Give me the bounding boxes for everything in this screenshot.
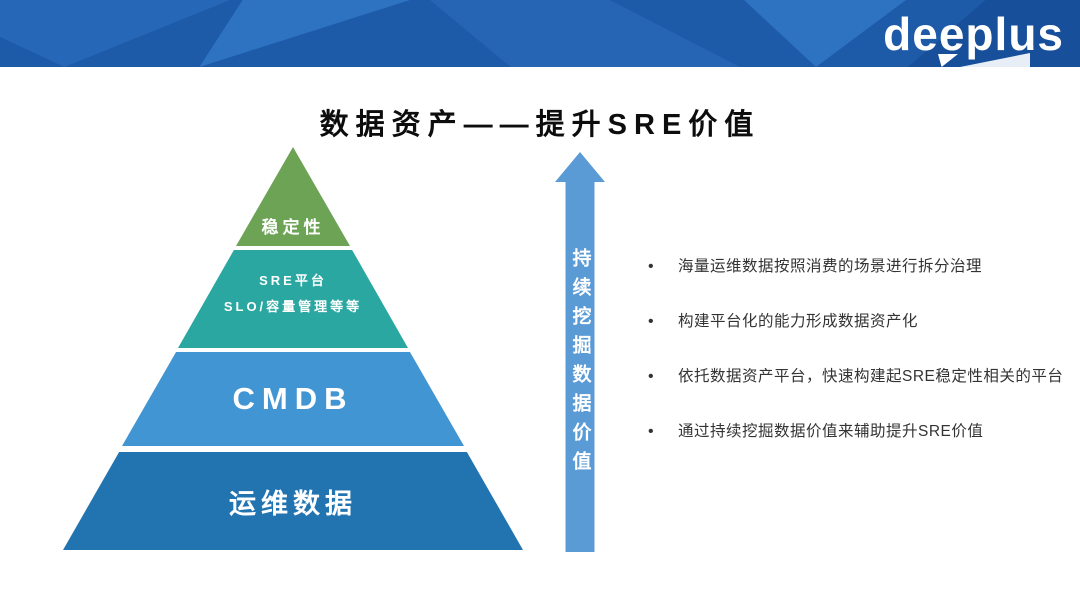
header-decoration-shape — [0, 0, 230, 67]
pyramid-level-label: 运维数据 — [229, 488, 357, 519]
bullet-dot-icon: • — [648, 368, 654, 385]
up-arrow-icon: 持续挖掘数据价值 — [555, 152, 605, 552]
arrow-label: 持续挖掘数据价值 — [569, 248, 591, 480]
pyramid-level-sre-platform: SRE平台 SLO/容量管理等等 — [178, 250, 408, 348]
bullet-text: 通过持续挖掘数据价值来辅助提升SRE价值 — [678, 423, 984, 440]
page-title: 数据资产——提升SRE价值 — [319, 109, 761, 141]
pyramid-level-cmdb: CMDB — [122, 352, 464, 446]
list-item: • 海量运维数据按照消费的场景进行拆分治理 — [648, 256, 1072, 278]
list-item: • 构建平台化的能力形成数据资产化 — [648, 311, 1072, 333]
list-item: • 通过持续挖掘数据价值来辅助提升SRE价值 — [648, 421, 1072, 443]
bullet-text: 构建平台化的能力形成数据资产化 — [678, 313, 919, 330]
bullet-text: 依托数据资产平台，快速构建起SRE稳定性相关的平台 — [678, 368, 1064, 385]
header-banner: deeplus — [0, 0, 1080, 67]
bullet-dot-icon: • — [648, 423, 654, 440]
bullet-dot-icon: • — [648, 258, 654, 275]
bullet-list: • 海量运维数据按照消费的场景进行拆分治理 • 构建平台化的能力形成数据资产化 … — [648, 256, 1072, 443]
list-item: • 依托数据资产平台，快速构建起SRE稳定性相关的平台 — [648, 366, 1072, 388]
pyramid-level-label: SRE平台 — [259, 272, 327, 288]
header-decoration-shape — [430, 0, 740, 67]
pyramid-level-label: SLO/容量管理等等 — [223, 298, 363, 314]
pyramid-level-label: CMDB — [232, 381, 354, 416]
pyramid-level-stability: 稳定性 — [236, 147, 350, 246]
pyramid-level-ops-data: 运维数据 — [63, 452, 523, 550]
pyramid-level-label: 稳定性 — [261, 218, 325, 237]
bullet-text: 海量运维数据按照消费的场景进行拆分治理 — [678, 258, 983, 275]
bullet-dot-icon: • — [648, 313, 654, 330]
deeplus-logo: deeplus — [883, 8, 1064, 60]
